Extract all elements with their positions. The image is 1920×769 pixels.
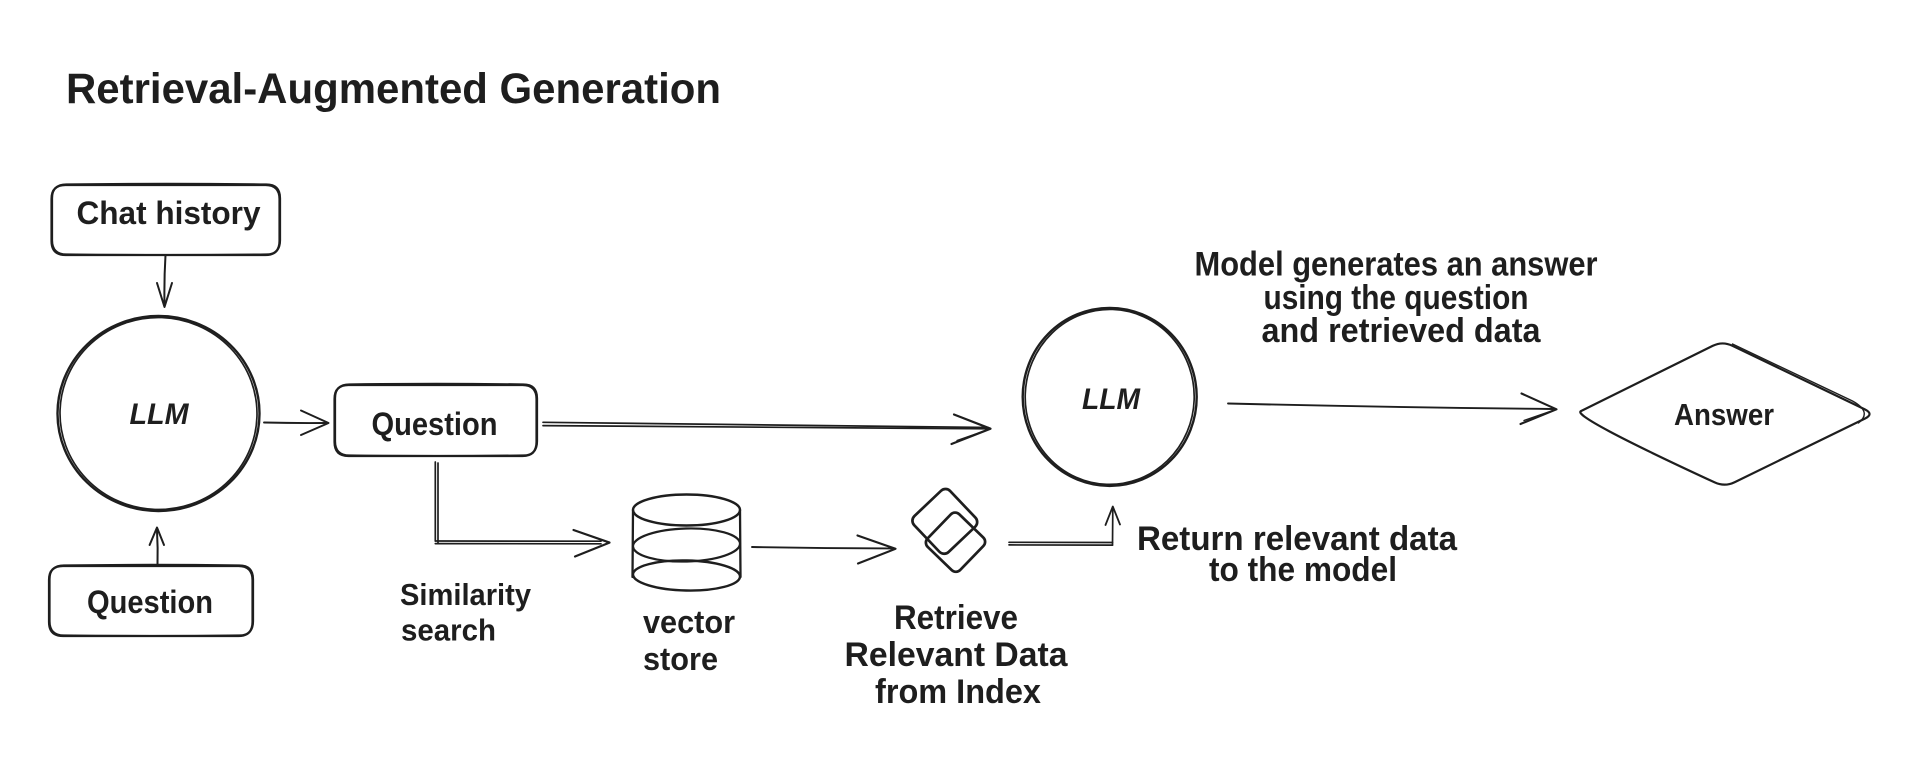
svg-text:vector: vector	[643, 604, 735, 640]
svg-text:to the model: to the model	[1209, 551, 1397, 589]
svg-text:from Index: from Index	[875, 673, 1041, 711]
svg-text:Question: Question	[372, 406, 498, 442]
svg-text:Model generates an answer: Model generates an answer	[1195, 246, 1598, 284]
svg-text:Retrieval-Augmented Generation: Retrieval-Augmented Generation	[66, 65, 721, 113]
svg-text:Return relevant data: Return relevant data	[1137, 520, 1458, 558]
svg-text:Similarity: Similarity	[400, 577, 532, 612]
svg-text:LLM: LLM	[1082, 383, 1141, 416]
svg-text:Answer: Answer	[1674, 397, 1774, 432]
svg-text:Chat history: Chat history	[77, 195, 261, 231]
svg-text:and retrieved data: and retrieved data	[1262, 312, 1542, 350]
svg-text:store: store	[643, 641, 718, 677]
svg-text:Relevant Data: Relevant Data	[845, 636, 1069, 674]
svg-text:Question: Question	[87, 584, 213, 620]
svg-text:using the question: using the question	[1264, 279, 1529, 317]
svg-text:LLM: LLM	[130, 398, 190, 431]
svg-text:Retrieve: Retrieve	[894, 599, 1018, 637]
svg-text:search: search	[401, 613, 496, 648]
